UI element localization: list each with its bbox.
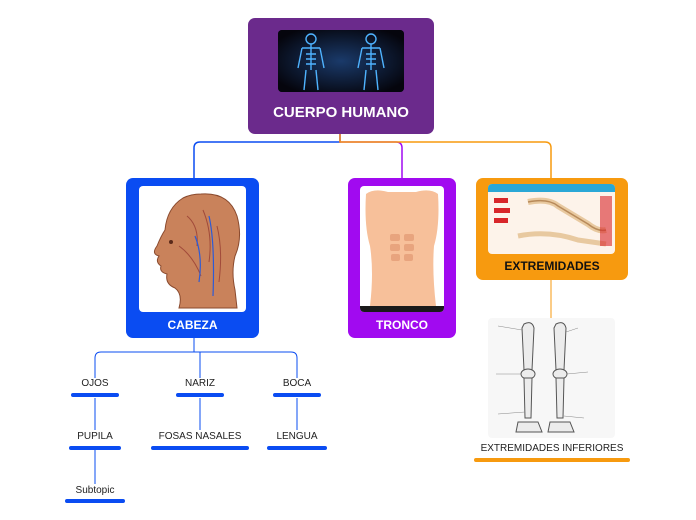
leaf-lengua-label: LENGUA [276, 431, 318, 442]
leaf-ojos[interactable]: OJOS [71, 378, 119, 397]
root-node[interactable]: CUERPO HUMANO [248, 18, 434, 134]
leaf-subtopic-label: Subtopic [75, 485, 115, 496]
leaf-extremidades-inferiores-label: EXTREMIDADES INFERIORES [480, 443, 624, 454]
leaf-pupila-underline [69, 446, 121, 450]
leaf-nariz-label: NARIZ [185, 378, 215, 389]
leaf-pupila[interactable]: PUPILA [69, 431, 121, 450]
branch-cabeza[interactable]: CABEZA [126, 178, 259, 338]
leaf-ojos-underline [71, 393, 119, 397]
leaf-fosas-nasales-underline [151, 446, 249, 450]
root-title: CUERPO HUMANO [273, 104, 409, 121]
leaf-lengua[interactable]: LENGUA [267, 431, 327, 450]
leaf-extremidades-inferiores[interactable]: EXTREMIDADES INFERIORES [474, 443, 630, 462]
torso-image [360, 186, 444, 312]
leaf-subtopic-underline [65, 499, 125, 503]
leaf-lengua-underline [267, 446, 327, 450]
branch-extremidades[interactable]: EXTREMIDADES [476, 178, 628, 280]
leaf-pupila-label: PUPILA [77, 431, 113, 442]
branch-tronco[interactable]: TRONCO [348, 178, 456, 338]
leaf-fosas-nasales-label: FOSAS NASALES [158, 431, 242, 442]
branch-tronco-title: TRONCO [376, 318, 428, 332]
leaf-fosas-nasales[interactable]: FOSAS NASALES [151, 431, 249, 450]
leaf-nariz[interactable]: NARIZ [176, 378, 224, 397]
leaf-boca-label: BOCA [282, 378, 312, 389]
leaf-boca-underline [273, 393, 321, 397]
branch-cabeza-title: CABEZA [167, 318, 218, 332]
head-anatomy-image [139, 186, 246, 312]
limbs-diagram-image [488, 184, 615, 254]
leaf-extremidades-inferiores-underline [474, 458, 630, 462]
leaf-subtopic[interactable]: Subtopic [65, 485, 125, 503]
leaf-ojos-label: OJOS [81, 378, 109, 389]
leaf-boca[interactable]: BOCA [273, 378, 321, 397]
leg-bones-image [488, 318, 615, 438]
branch-extremidades-title: EXTREMIDADES [504, 259, 600, 273]
skeleton-xray-image [278, 30, 404, 92]
leaf-nariz-underline [176, 393, 224, 397]
